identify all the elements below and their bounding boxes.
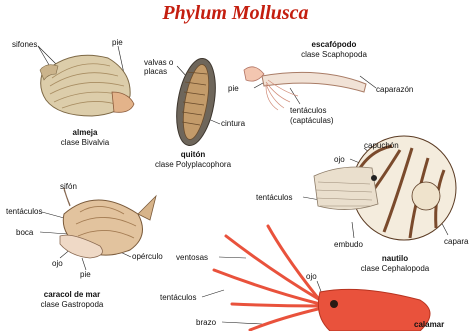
- tusk-shell-illustration: [244, 67, 366, 110]
- clam-name: almeja: [50, 128, 120, 138]
- snail-eye-label: ojo: [52, 259, 63, 268]
- snail-tentacles-label: tentáculos: [6, 207, 42, 216]
- nautilus-tentacles-label: tentáculos: [256, 193, 292, 202]
- squid-tentacles-label: tentáculos: [160, 293, 196, 302]
- clam-class: clase Bivalvia: [61, 138, 109, 147]
- scaphopod-shell-label: caparazón: [376, 85, 413, 94]
- scaphopod-caption: escafópodo clase Scaphopoda: [284, 40, 384, 60]
- snail-class: clase Gastropoda: [41, 300, 104, 309]
- squid-eye-label: ojo: [306, 272, 317, 281]
- nautilus-illustration: [314, 136, 456, 240]
- snail-siphon-label: sifón: [60, 182, 77, 191]
- scaphopod-name: escafópodo: [284, 40, 384, 50]
- scaphopod-foot-label: pie: [228, 84, 239, 93]
- clam-foot-label: pie: [112, 38, 123, 47]
- snail-operculum-label: opérculo: [132, 252, 163, 261]
- nautilus-hood-label: capuchón: [364, 141, 399, 150]
- scaphopod-class: clase Scaphopoda: [301, 50, 367, 59]
- nautilus-name: nautilo: [350, 254, 440, 264]
- squid-suckers-label: ventosas: [176, 253, 208, 262]
- chiton-name: quitón: [148, 150, 238, 160]
- sea-snail-illustration: [60, 188, 156, 258]
- nautilus-caption: nautilo clase Cephalopoda: [350, 254, 440, 274]
- nautilus-eye-label: ojo: [334, 155, 345, 164]
- squid-arm-label: brazo: [196, 318, 216, 327]
- clam-siphons-label: sifones: [12, 40, 37, 49]
- scaphopod-captacula-label: (captáculas): [290, 116, 334, 125]
- chiton-valves-label: valvas o placas: [144, 58, 180, 76]
- squid-illustration: [214, 226, 430, 331]
- chiton-girdle-label: cintura: [221, 119, 245, 128]
- snail-caption: caracol de mar clase Gastropoda: [22, 290, 122, 310]
- snail-mouth-label: boca: [16, 228, 33, 237]
- nautilus-class: clase Cephalopoda: [361, 264, 430, 273]
- scaphopod-tentacles-label: tentáculos: [290, 106, 326, 115]
- snail-foot-label: pie: [80, 270, 91, 279]
- squid-partial-label: calamar: [414, 320, 444, 329]
- nautilus-funnel-label: embudo: [334, 240, 363, 249]
- nautilus-shell-label: capara: [444, 237, 468, 246]
- snail-name: caracol de mar: [22, 290, 122, 300]
- clam-illustration: [40, 55, 134, 116]
- clam-caption: almeja clase Bivalvia: [50, 128, 120, 148]
- chiton-class: clase Polyplacophora: [155, 160, 231, 169]
- chiton-caption: quitón clase Polyplacophora: [148, 150, 238, 170]
